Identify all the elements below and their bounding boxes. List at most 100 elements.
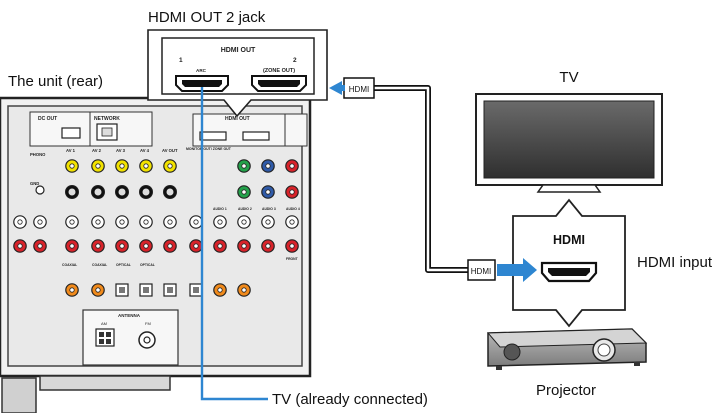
dc-out-port xyxy=(61,127,81,139)
audio-left-jack-center xyxy=(193,219,199,225)
tv-stand xyxy=(536,184,602,193)
insert-arrow-hdmi-out2 xyxy=(329,81,345,95)
coaxial-jack-center xyxy=(69,287,75,293)
hdmi-input-callout: HDMI input xyxy=(637,254,713,271)
audio-right-jack-center xyxy=(17,243,23,249)
component-y-jack-center xyxy=(241,163,247,169)
audio-right-jack-center xyxy=(167,243,173,249)
component-pr-jack-center xyxy=(289,189,295,195)
coaxial-jack-center xyxy=(241,287,247,293)
av3-label: AV 3 xyxy=(116,148,126,153)
component-pb-jack-center xyxy=(265,189,271,195)
am-antenna-terminal xyxy=(95,328,115,347)
audio-right-jack-center xyxy=(193,243,199,249)
av-jack-grid xyxy=(13,159,299,297)
audio-left-jack-center xyxy=(69,219,75,225)
unit-rear-callout: The unit (rear) xyxy=(8,73,103,90)
audio-left-jack-center xyxy=(143,219,149,225)
coaxial-label-1: COAXIAL xyxy=(62,263,77,267)
unit-foot xyxy=(39,375,171,391)
coaxial-jack-center xyxy=(217,287,223,293)
front-label: FRONT xyxy=(286,257,299,261)
cable-plug-top-label: HDMI xyxy=(349,85,369,94)
zoom-hdmi-out2-port xyxy=(251,75,307,92)
optical-jack-window xyxy=(193,287,199,293)
component-pb-jack-center xyxy=(265,163,271,169)
audio-right-jack-center xyxy=(143,243,149,249)
s-video-jack-center xyxy=(142,188,150,196)
composite-video-jack-center xyxy=(143,163,149,169)
tv-callout: TV xyxy=(559,69,578,86)
audio-in-right-jack-center xyxy=(217,243,223,249)
gnd-label: GND xyxy=(30,181,39,186)
projector-vent xyxy=(503,343,521,361)
component-pr-jack-center xyxy=(289,163,295,169)
rear-hdmi-out-section xyxy=(192,113,294,147)
s-video-jack-center xyxy=(94,188,102,196)
audio-in-left-jack-center xyxy=(265,219,271,225)
gnd-terminal xyxy=(35,185,45,195)
component-y-jack-center xyxy=(241,189,247,195)
am-label: AM xyxy=(101,321,107,326)
audio-right-jack-center xyxy=(95,243,101,249)
composite-video-jack-center xyxy=(69,163,75,169)
tv-illustration xyxy=(475,93,663,193)
phono-label: PHONO xyxy=(30,152,46,157)
audio-right-jack-center xyxy=(69,243,75,249)
av-out-label: AV OUT xyxy=(162,148,178,153)
projector-illustration xyxy=(486,328,648,370)
antenna-label: ANTENNA xyxy=(118,313,141,318)
coaxial-jack-center xyxy=(95,287,101,293)
audio-left-jack-center xyxy=(95,219,101,225)
composite-video-jack-center xyxy=(95,163,101,169)
av2-label: AV 2 xyxy=(92,148,102,153)
zoom-port2-zone-out: (ZONE OUT) xyxy=(263,68,295,74)
audio-in-right-jack-center xyxy=(265,243,271,249)
projector-hdmi-label: HDMI xyxy=(553,233,585,247)
rear-hdmi-out2-port xyxy=(242,131,270,141)
s-video-jack-center xyxy=(166,188,174,196)
audio-in-left-jack-center xyxy=(217,219,223,225)
projector-hdmi-panel: HDMI xyxy=(512,198,626,328)
cable-plug-bottom: HDMI xyxy=(467,259,496,281)
audio-left-jack-center xyxy=(17,219,23,225)
optical-label-1: OPTICAL xyxy=(116,263,131,267)
zoom-port2-number: 2 xyxy=(293,57,297,64)
projector-callout: Projector xyxy=(536,382,596,399)
av4-label: AV 4 xyxy=(140,148,150,153)
composite-video-jack-center xyxy=(119,163,125,169)
optical-jack-window xyxy=(167,287,173,293)
receiver-rear-panel: DC OUT NETWORK HDMI OUT PHONO GND AV 1 A… xyxy=(0,96,312,413)
av1-label: AV 1 xyxy=(66,148,76,153)
audio3-label: AUDIO 3 xyxy=(262,207,276,211)
audio-in-right-jack-center xyxy=(241,243,247,249)
hdmi-out2-jack-callout: HDMI OUT 2 jack xyxy=(148,9,266,26)
audio-right-jack-center xyxy=(119,243,125,249)
zoom-port1-number: 1 xyxy=(179,57,183,64)
zoom-hdmi-out-title: HDMI OUT xyxy=(221,47,256,54)
fm-label: FM xyxy=(145,321,151,326)
cable-plug-bottom-label: HDMI xyxy=(471,267,491,276)
zoom-hdmi-out1-port xyxy=(175,75,229,92)
optical-jack-window xyxy=(119,287,125,293)
rear-hdmi-out-label: HDMI OUT xyxy=(225,116,250,122)
audio-in-left-jack-center xyxy=(241,219,247,225)
audio2-label: AUDIO 2 xyxy=(238,207,252,211)
dc-out-label: DC OUT xyxy=(38,116,57,122)
audio4-label: AUDIO 4 xyxy=(286,207,300,211)
network-label: NETWORK xyxy=(94,116,120,122)
tv-connected-callout: TV (already connected) xyxy=(272,391,428,408)
audio-in-left-jack-center xyxy=(289,219,295,225)
zoom-port1-arc: ARC xyxy=(196,68,207,73)
coaxial-label-2: COAXIAL xyxy=(92,263,107,267)
audio-left-jack-center xyxy=(167,219,173,225)
phono-right-jack-center xyxy=(37,243,43,249)
hdmi-out-zoom-panel: HDMI OUT 1 2 ARC (ZONE OUT) xyxy=(147,29,328,118)
hdmi-cable: HDMI HDMI xyxy=(343,77,496,281)
optical-jack-window xyxy=(143,287,149,293)
cable-plug-top: HDMI xyxy=(343,77,375,99)
audio-in-right-jack-center xyxy=(289,243,295,249)
tv-connected-cable-line xyxy=(200,87,268,401)
monitor-out-label: MONITOR OUT/ ZONE OUT xyxy=(186,147,232,151)
